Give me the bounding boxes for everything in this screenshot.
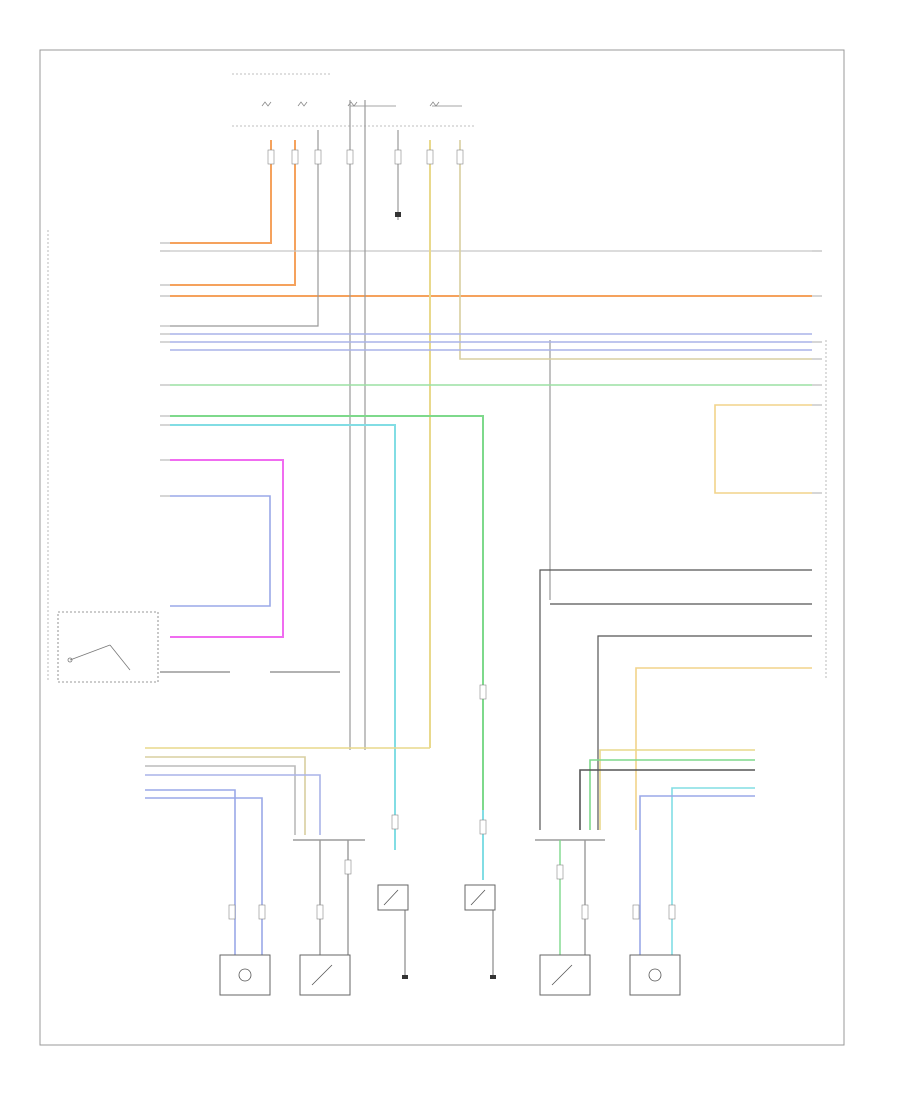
bcm-pins <box>160 242 170 497</box>
right-pins <box>812 250 822 494</box>
wire-tan-vertical <box>459 140 812 360</box>
lower-vertical-wires <box>319 840 586 975</box>
fuse-3 <box>347 101 358 107</box>
wire-v-318 <box>170 130 319 327</box>
right-door-wires <box>579 749 755 965</box>
left-door-wires <box>145 747 430 965</box>
wire-tan-lower-right <box>635 667 812 830</box>
wire-green-door <box>170 415 484 810</box>
dark-wires-right <box>539 569 812 830</box>
switch-boxes <box>219 884 681 996</box>
fuse-2 <box>297 101 308 107</box>
lock-switch-left <box>299 954 351 996</box>
switch-contacts <box>238 889 662 986</box>
lock-actuator-right <box>629 954 681 996</box>
lock-switch-center-right <box>464 884 496 911</box>
orange-wires <box>170 140 812 297</box>
lock-actuator-left <box>219 954 271 996</box>
fuse-1 <box>261 101 272 107</box>
lock-switch-right <box>539 954 591 996</box>
lock-switch-center-left <box>377 884 409 911</box>
wire-tan-right <box>714 404 812 494</box>
ground-icon <box>395 212 401 217</box>
wire-battery-1 <box>170 140 272 244</box>
headlamp-switch <box>57 611 159 683</box>
fuse-4 <box>429 101 440 107</box>
wire-magenta <box>170 459 284 638</box>
ground-symbols-bottom <box>402 975 496 979</box>
wire-blue-loop <box>170 495 271 607</box>
wire-battery-2 <box>170 140 296 286</box>
blue-wires <box>170 333 812 351</box>
diagram-frame <box>39 49 845 1046</box>
fuse-group <box>261 101 462 107</box>
wire-markers <box>228 149 676 920</box>
wire-cyan-door <box>170 424 396 850</box>
